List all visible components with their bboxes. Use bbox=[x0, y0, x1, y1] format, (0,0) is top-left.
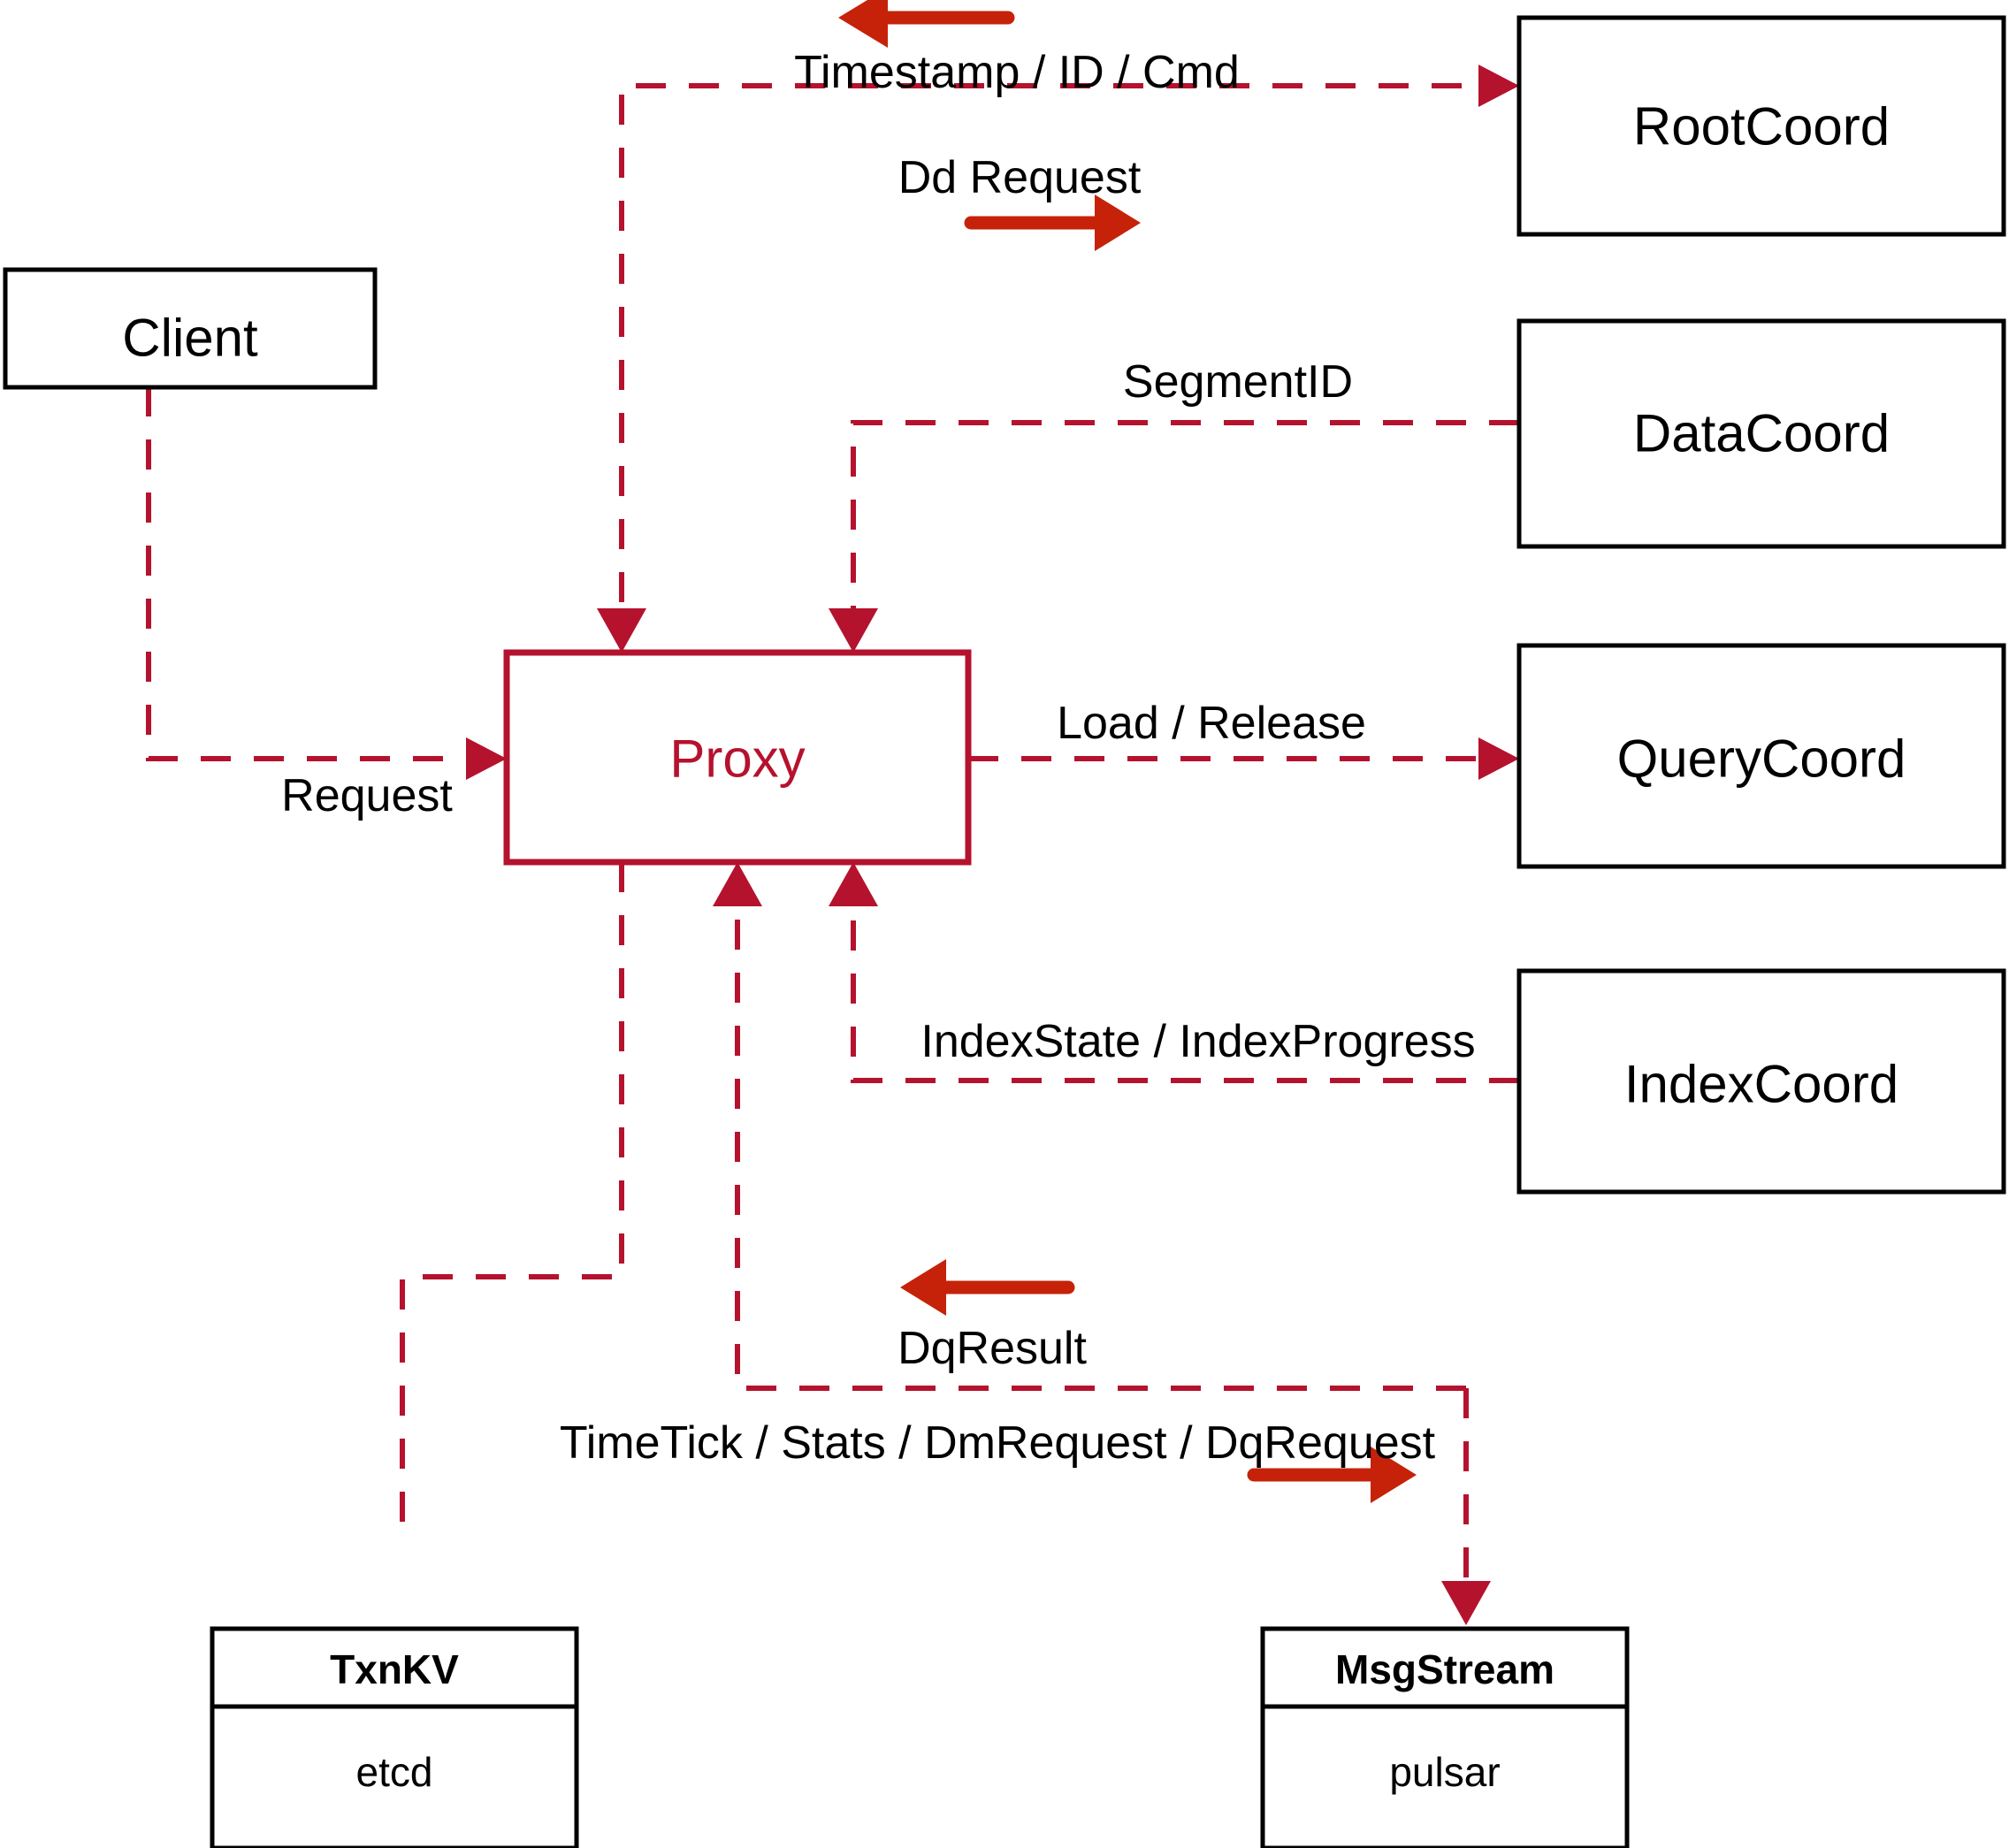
node-datacoord-label: DataCoord bbox=[1633, 404, 1890, 463]
edge-indexcoord-state bbox=[829, 862, 1519, 1083]
edge-client-request-path bbox=[146, 386, 492, 761]
edge-label-dd-request: Dd Request bbox=[898, 152, 1142, 203]
node-msgstream-sublabel: pulsar bbox=[1389, 1749, 1500, 1795]
direction-arrow-timetick-head bbox=[1371, 1447, 1417, 1503]
edge-rootcoord-reply-arrowhead bbox=[597, 608, 646, 653]
node-indexcoord-rect[interactable] bbox=[1516, 968, 2006, 1195]
edge-proxy-load-release-arrowhead bbox=[1478, 737, 1519, 780]
node-datacoord[interactable]: DataCoord bbox=[1516, 318, 2006, 549]
direction-arrow-timetick-right bbox=[1247, 1447, 1417, 1503]
edge-label-indexstate-indexprogress: IndexState / IndexProgress bbox=[920, 1016, 1475, 1067]
edge-proxy-txnkv bbox=[400, 862, 624, 1540]
node-rootcoord[interactable]: RootCoord bbox=[1516, 15, 2006, 237]
node-querycoord[interactable]: QueryCoord bbox=[1516, 643, 2006, 869]
edge-rootcoord-reply bbox=[597, 83, 1515, 653]
direction-arrow-dd-request-head bbox=[1095, 195, 1141, 251]
node-msgstream[interactable]: MsgStream pulsar bbox=[1260, 1626, 1630, 1848]
node-proxy-label: Proxy bbox=[669, 729, 805, 789]
node-querycoord-label: QueryCoord bbox=[1617, 729, 1906, 789]
node-msgstream-label: MsgStream bbox=[1335, 1646, 1554, 1692]
edge-label-dqresult: DqResult bbox=[898, 1323, 1087, 1374]
node-rootcoord-rect[interactable] bbox=[1516, 15, 2006, 237]
direction-arrow-dd-request-right bbox=[964, 195, 1141, 251]
edge-label-load-release: Load / Release bbox=[1057, 698, 1366, 749]
node-proxy-rect[interactable] bbox=[503, 649, 972, 866]
node-txnkv-rect[interactable] bbox=[210, 1626, 579, 1848]
node-indexcoord-label: IndexCoord bbox=[1624, 1055, 1898, 1114]
edge-client-request-arrowhead bbox=[466, 737, 507, 780]
edge-msgstream-dqresult bbox=[713, 862, 1466, 1391]
node-client-rect[interactable] bbox=[3, 267, 378, 390]
node-txnkv-sublabel: etcd bbox=[356, 1749, 433, 1795]
direction-arrow-timestamp-left bbox=[838, 0, 1015, 48]
direction-arrow-dqresult-head bbox=[900, 1259, 946, 1316]
edge-indexcoord-state-arrowhead bbox=[829, 862, 878, 906]
node-rootcoord-label: RootCoord bbox=[1633, 97, 1890, 157]
edge-proxy-txnkv-path bbox=[400, 862, 624, 1540]
edge-proxy-load-release bbox=[968, 737, 1519, 780]
edge-label-timestamp-id-cmd: Timestamp / ID / Cmd bbox=[794, 47, 1240, 98]
edge-label-request: Request bbox=[281, 770, 453, 821]
node-proxy[interactable]: Proxy bbox=[503, 649, 972, 866]
edge-msgstream-dqresult-arrowhead bbox=[713, 862, 762, 906]
node-indexcoord[interactable]: IndexCoord bbox=[1516, 968, 2006, 1195]
node-datacoord-rect[interactable] bbox=[1516, 318, 2006, 549]
edge-label-timetick-stats-dmrequest-dqrequest: TimeTick / Stats / DmRequest / DqRequest bbox=[560, 1417, 1436, 1469]
node-client-label: Client bbox=[122, 309, 258, 368]
direction-arrow-timestamp-head bbox=[838, 0, 888, 48]
direction-arrow-dqresult-left bbox=[900, 1259, 1075, 1316]
edge-msgstream-dqresult-path bbox=[735, 887, 1466, 1391]
node-txnkv[interactable]: TxnKV etcd bbox=[210, 1626, 579, 1848]
edge-datacoord-segmentid-arrowhead bbox=[829, 608, 878, 653]
edge-client-request bbox=[146, 386, 507, 780]
node-txnkv-label: TxnKV bbox=[330, 1646, 459, 1692]
edge-datacoord-segmentid bbox=[829, 420, 1519, 653]
node-msgstream-rect[interactable] bbox=[1260, 1626, 1630, 1848]
edge-proxy-msgstream-arrowhead bbox=[1441, 1581, 1491, 1625]
edge-rootcoord-inbound-arrowhead bbox=[1478, 65, 1519, 107]
edge-datacoord-segmentid-path bbox=[851, 420, 1519, 628]
node-querycoord-rect[interactable] bbox=[1516, 643, 2006, 869]
edge-indexcoord-state-path bbox=[851, 887, 1519, 1083]
edge-label-segmentid: SegmentID bbox=[1123, 356, 1353, 408]
node-client[interactable]: Client bbox=[3, 267, 378, 390]
edge-proxy-msgstream bbox=[1441, 1388, 1491, 1625]
